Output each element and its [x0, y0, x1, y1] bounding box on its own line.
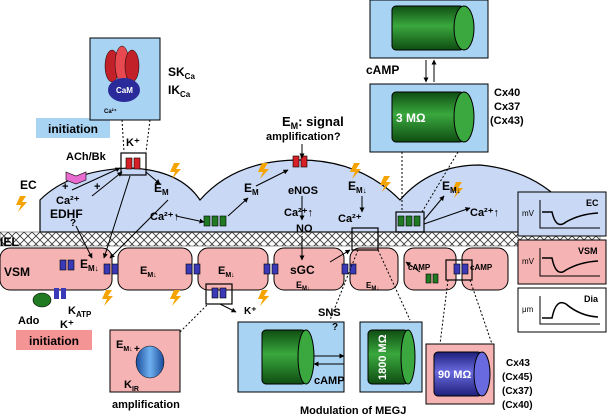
ado-label: Ado — [18, 315, 40, 327]
enos-label: eNOS — [288, 185, 318, 197]
three-mohm: 3 MΩ — [396, 111, 426, 125]
em-vsm1: EM↓ — [80, 257, 99, 273]
ca-plus-ec2: Ca²⁺↑ — [284, 207, 313, 219]
kir-box — [205, 283, 233, 305]
signal-line1: EM: signal — [282, 114, 344, 131]
ninety-mohm: 90 MΩ — [438, 369, 471, 381]
amplification-label: amplification — [112, 399, 180, 411]
cx43p-label: (Cx43) — [490, 115, 524, 127]
kir-channel-icon — [135, 345, 165, 379]
initiation-bottom: initiation — [29, 334, 79, 348]
k-channel-box — [120, 152, 147, 176]
ca-left: Ca²⁺ — [56, 195, 80, 207]
camp-top: cAMP — [366, 63, 399, 77]
eighteen-hundred: 1800 MΩ — [377, 334, 389, 380]
iel-label: IEL — [0, 235, 19, 249]
sgc-label: sGC — [290, 263, 315, 277]
trace-ec-label: EC — [586, 198, 599, 208]
vsm-layer — [0, 247, 509, 291]
camp-vsm1: cAMP — [408, 263, 431, 272]
skca-label: SKCa — [168, 65, 195, 81]
megj-box — [395, 211, 425, 233]
cx37-label: Cx37 — [494, 101, 520, 113]
trace-dia-panel — [517, 287, 607, 333]
em-ec1: EM — [154, 181, 169, 197]
camp-vsm2: cAMP — [470, 263, 493, 272]
camp-bottom: cAMP — [314, 375, 345, 387]
initiation-bottom-box — [16, 330, 92, 350]
trace-dia-label: Dia — [584, 294, 599, 304]
ec-label: EC — [20, 178, 37, 192]
em-vsm5: EM↓ — [366, 281, 379, 292]
plus-1: + — [62, 181, 68, 193]
cx45p-label: (Cx45) — [502, 372, 533, 383]
cx40-label: Cx40 — [494, 87, 520, 99]
ach-bk-label: ACh/Bk — [66, 151, 107, 163]
k-plus-bottom: K⁺ — [244, 306, 257, 317]
kir-label: KIR — [124, 379, 139, 393]
lightning-icons — [16, 163, 463, 306]
vsm-label: VSM — [4, 265, 30, 279]
signal-line2: amplification? — [266, 131, 341, 143]
cx43-label: Cx43 — [506, 358, 530, 369]
ca-mid2: Ca²⁺ — [338, 213, 362, 225]
em-vsm3: EM↓ — [218, 265, 235, 279]
no-label: NO — [296, 223, 313, 235]
k-plus-top: K⁺ — [126, 137, 140, 149]
trace-dia-unit: μm — [522, 305, 534, 314]
megj-green-junctions — [203, 215, 439, 284]
em-vsm4: EM↓ — [296, 280, 310, 292]
edhf-label: EDHF — [50, 207, 83, 221]
ach-receptor-icon — [65, 171, 87, 185]
em-ec3: EM↓ — [348, 179, 367, 195]
trace-ec-unit: mV — [522, 209, 535, 218]
em-vsm2: EM↓ — [140, 265, 157, 279]
vsm-gap-junctions — [59, 259, 469, 299]
trace-vsm-unit: mV — [522, 257, 535, 266]
iel-band — [0, 231, 601, 247]
ikca-label: IKCa — [168, 83, 191, 99]
modulation-label: Modulation of MEGJ — [300, 405, 406, 417]
ca-right: Ca²⁺↑ — [470, 207, 499, 219]
katp-channel — [32, 288, 66, 308]
sns-label: SNS — [318, 307, 341, 319]
ca-ion-label: Ca²⁺ — [104, 108, 117, 115]
kir-plus: + — [134, 344, 140, 355]
cam-label: CaM — [116, 86, 133, 95]
initiation-top-box — [36, 118, 110, 138]
kir-em-label: EM↓ — [116, 339, 133, 353]
katp-label: KATP — [68, 305, 92, 319]
trace-vsm-label: VSM — [578, 246, 598, 256]
sk-channel-icon — [104, 45, 140, 102]
em-ec4: EM↓ — [442, 179, 461, 195]
sgc-box — [351, 227, 379, 251]
pathway-arrows — [71, 144, 471, 313]
k-channels — [125, 155, 308, 170]
ca-mid: Ca²⁺↑ — [150, 211, 179, 223]
plus-2: + — [94, 181, 100, 193]
vsm-gj-box — [445, 259, 473, 281]
question-left: ? — [70, 218, 76, 229]
em-ec2: EM — [244, 181, 259, 197]
initiation-top: initiation — [48, 122, 98, 136]
cx40p-label: (Cx40) — [502, 400, 533, 411]
cx37p-label: (Cx37) — [502, 386, 533, 397]
k-plus-katp: K⁺ — [60, 319, 74, 331]
sns-q: ? — [332, 322, 338, 333]
